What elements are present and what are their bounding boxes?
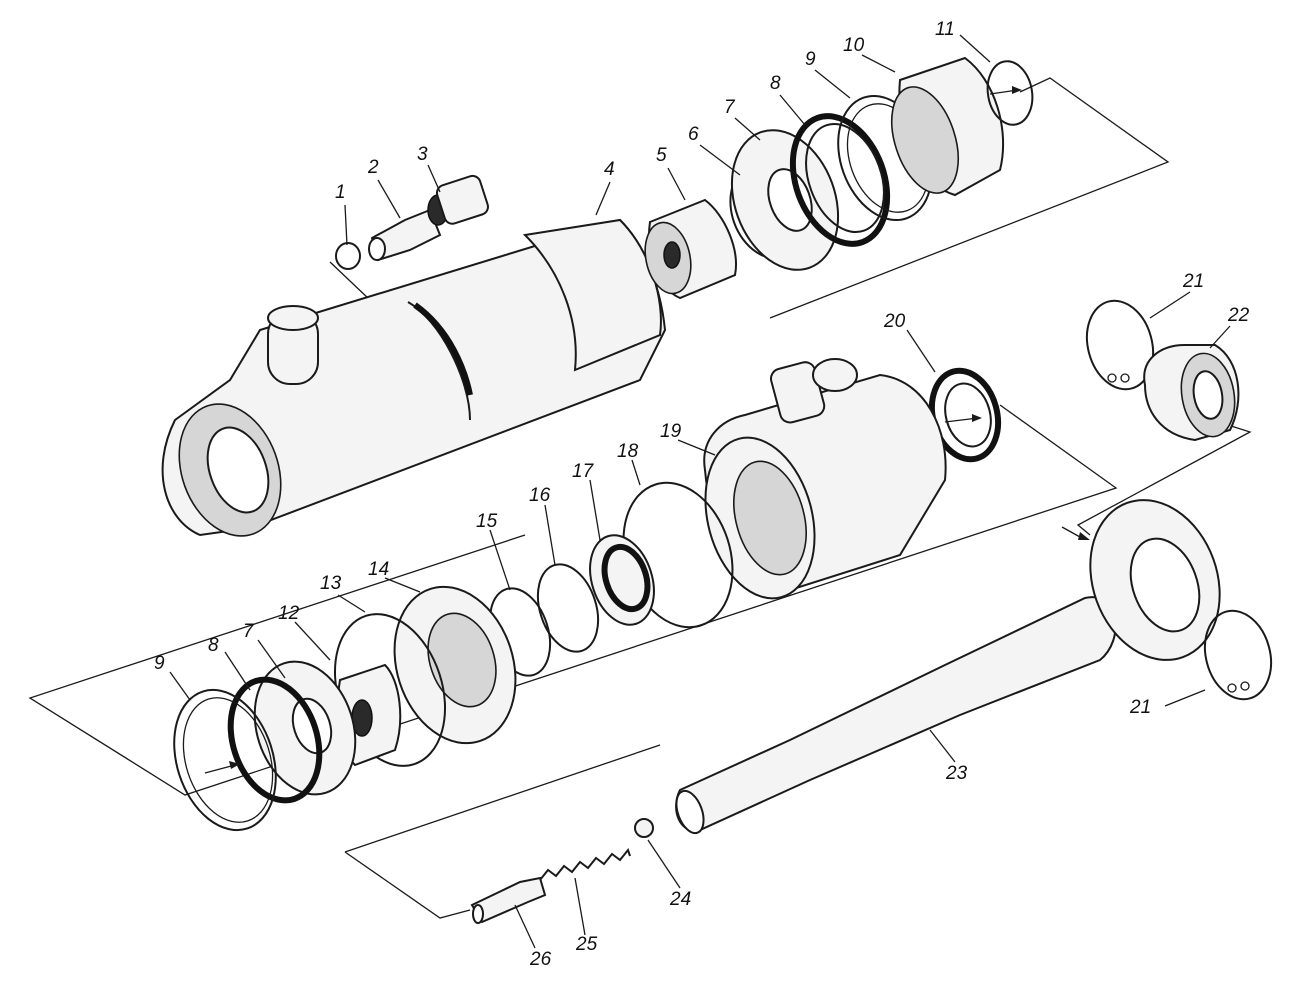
callout-5: 5 (656, 145, 667, 166)
callout-8-lower: 8 (208, 635, 219, 656)
callout-26: 26 (530, 949, 552, 970)
callout-12: 12 (278, 603, 300, 624)
seal-part-8-upper (789, 113, 891, 247)
callout-7-upper: 7 (724, 97, 735, 118)
callout-10: 10 (843, 35, 865, 56)
leader-lines (169, 34, 1231, 949)
callout-9-upper: 9 (805, 49, 816, 70)
o-ring-part-11 (986, 60, 1034, 126)
callout-11: 11 (935, 19, 955, 40)
assembly-guide-lines (28, 77, 1252, 919)
callout-14: 14 (368, 559, 390, 580)
piston-part-10 (890, 56, 1004, 197)
callout-16: 16 (529, 485, 551, 506)
ball-part-24 (634, 818, 654, 838)
callout-15: 15 (476, 511, 498, 532)
callout-7-lower: 7 (243, 621, 254, 642)
circlip-part-21-lower (1203, 609, 1273, 701)
callout-24: 24 (670, 889, 692, 910)
callout-18: 18 (617, 441, 639, 462)
circlip-part-21-upper (1085, 299, 1155, 391)
callout-25: 25 (576, 934, 598, 955)
callout-19: 19 (660, 421, 682, 442)
callout-13: 13 (320, 573, 342, 594)
piston-nut-part-5 (644, 198, 737, 300)
callout-6: 6 (688, 124, 699, 145)
callout-20: 20 (884, 311, 906, 332)
callout-4: 4 (604, 159, 615, 180)
callout-3: 3 (417, 144, 428, 165)
seal-part-8-lower (227, 676, 323, 804)
ring-part-16 (536, 563, 600, 653)
plate-part-7-upper (730, 129, 840, 271)
callout-22: 22 (1228, 305, 1250, 326)
splined-nut-part-3 (427, 174, 489, 226)
piston-rod-part-23 (675, 499, 1221, 835)
bushing-part-22 (1143, 344, 1240, 442)
callout-21-upper: 21 (1183, 271, 1205, 292)
seal-part-17 (589, 534, 655, 626)
valve-pin-part-26 (470, 876, 547, 924)
assembly-arrows (204, 86, 1090, 774)
callout-2: 2 (368, 157, 379, 178)
callout-21-lower: 21 (1130, 697, 1152, 718)
o-ring-part-1 (335, 242, 361, 270)
fitting-part-2 (368, 208, 442, 262)
plate-part-7-lower (253, 660, 357, 796)
callout-23: 23 (946, 763, 968, 784)
spring-part-25 (539, 847, 631, 881)
callout-1: 1 (335, 182, 346, 203)
cylinder-tube-part-4 (161, 218, 667, 537)
callout-9-lower: 9 (154, 653, 165, 674)
callout-8-upper: 8 (770, 73, 781, 94)
callout-17: 17 (572, 461, 594, 482)
gland-part-14 (393, 585, 517, 745)
ring-part-9-lower (173, 688, 277, 832)
gland-nut-part-19 (703, 358, 947, 600)
